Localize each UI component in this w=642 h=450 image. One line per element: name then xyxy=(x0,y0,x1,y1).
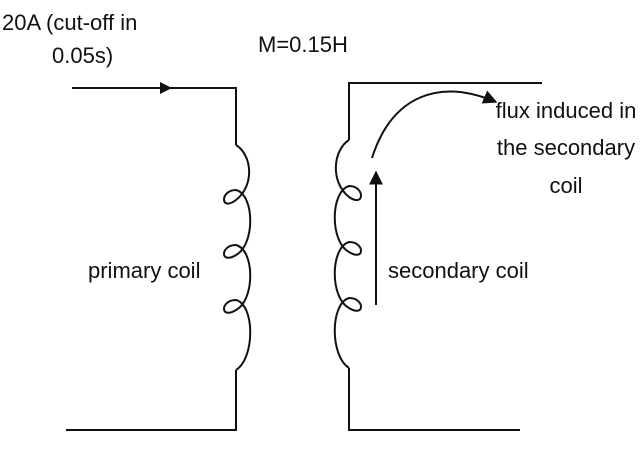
primary-top-wire xyxy=(72,87,237,145)
flux-label-line3: coil xyxy=(549,173,582,198)
primary-bottom-wire xyxy=(66,370,237,431)
flux-curved-arrow xyxy=(371,90,498,159)
current-label-line1: 20A (cut-off in xyxy=(2,10,137,35)
flux-label-line2: the secondary xyxy=(497,135,635,160)
secondary-top-wire xyxy=(348,82,542,140)
flux-label-line1: flux induced in xyxy=(496,98,637,123)
current-label-line2: 0.05s) xyxy=(52,43,113,68)
secondary-coil xyxy=(333,139,362,369)
primary-coil-label: primary coil xyxy=(88,258,200,283)
primary-coil xyxy=(223,144,252,371)
secondary-bottom-wire xyxy=(348,368,520,431)
current-direction-arrow xyxy=(160,82,172,94)
secondary-coil-label: secondary coil xyxy=(388,258,529,283)
mutual-inductance-label: M=0.15H xyxy=(258,32,348,57)
